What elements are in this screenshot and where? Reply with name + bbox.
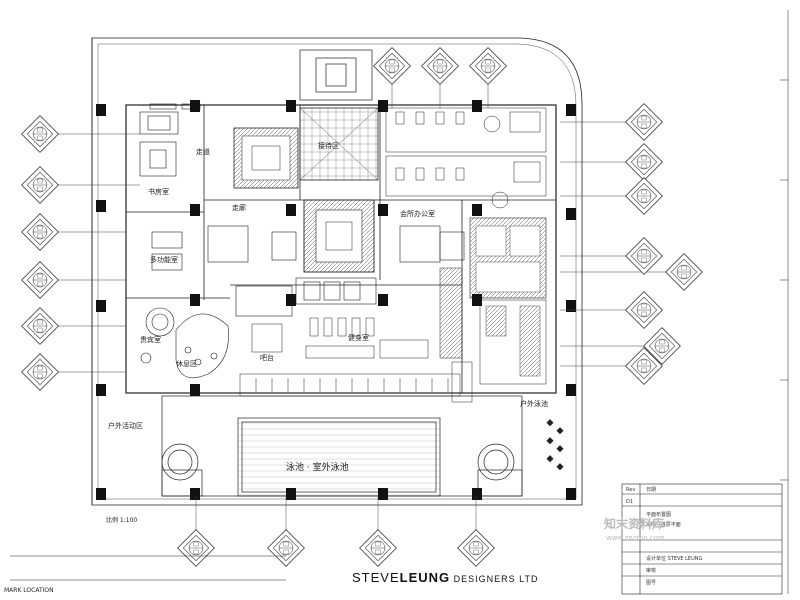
scale-note: 比例 1:100 MARK LOCATION	[4, 516, 286, 594]
label-gym: 健身室	[348, 333, 369, 342]
elevation-marker	[21, 353, 59, 391]
meeting-room	[233, 127, 299, 189]
study-furniture	[139, 103, 201, 177]
label-vip: 贵宾室	[140, 335, 161, 344]
structural-columns	[96, 100, 576, 500]
label-meeting: 多功能室	[150, 255, 178, 264]
elevation-marker	[373, 47, 411, 85]
elevation-marker	[21, 166, 59, 204]
atrium-grid	[299, 107, 379, 181]
label-pool-deck: 户外泳池	[520, 399, 548, 408]
mark-location-label: MARK LOCATION	[4, 587, 54, 594]
elevation-marker	[177, 529, 215, 567]
sheet-border-right	[780, 10, 789, 594]
svg-text:日期: 日期	[646, 487, 656, 493]
label-lounge: 休息区	[176, 359, 197, 368]
elevation-marker	[457, 529, 495, 567]
label-bar: 吧台	[260, 353, 274, 362]
label-atrium: 接待区	[318, 141, 339, 150]
elevation-marker	[665, 253, 703, 291]
elevation-marker	[421, 47, 459, 85]
site-boundary	[91, 37, 583, 506]
elevation-marker	[21, 213, 59, 251]
label-study: 书房室	[148, 187, 169, 196]
label-office: 会所办公室	[400, 209, 435, 218]
svg-text:www.znzmo.com: www.znzmo.com	[606, 534, 665, 542]
changing-rooms	[385, 107, 547, 209]
lift-lobby	[303, 199, 375, 273]
elevation-marker	[21, 261, 59, 299]
back-of-house	[439, 217, 547, 385]
svg-text:D1: D1	[626, 499, 633, 505]
skylight	[299, 49, 373, 101]
watermark: 知末资料库 www.znzmo.com	[603, 516, 665, 542]
svg-text:图号: 图号	[646, 580, 656, 586]
svg-text:比例 1:100: 比例 1:100	[106, 516, 137, 524]
label-pool: 泳池 · 室外泳池	[286, 461, 349, 473]
svg-text:会所 · 首层平面: 会所 · 首层平面	[646, 521, 681, 528]
elevation-marker	[21, 307, 59, 345]
elevation-marker	[625, 237, 663, 275]
elevation-marker	[625, 291, 663, 329]
room-labels: 书房室 走廊 多功能室 贵宾室 休息区 吧台 健身室 接待区 会所办公室 户外泳…	[108, 141, 548, 473]
label-corridor: 走道	[196, 147, 210, 156]
title-block	[621, 483, 783, 595]
label-hall: 走廊	[232, 203, 246, 212]
svg-text:知末资料库: 知末资料库	[603, 516, 664, 531]
leader-lines	[56, 78, 672, 540]
elevation-marker	[625, 177, 663, 215]
svg-text:Rev: Rev	[626, 487, 635, 493]
planters	[546, 419, 564, 471]
svg-text:审核: 审核	[646, 567, 656, 574]
elevation-marker	[625, 103, 663, 141]
designer-brand: STEVELEUNG DESIGNERS LTD	[352, 570, 538, 585]
label-outdoor: 户外活动区	[108, 421, 143, 430]
elevation-marker	[21, 115, 59, 153]
elevation-marker	[625, 143, 663, 181]
left-rooms	[140, 231, 229, 378]
elevation-marker	[469, 47, 507, 85]
svg-text:平面布置图: 平面布置图	[646, 511, 671, 518]
outdoor-terrace	[161, 395, 523, 497]
elevation-marker	[267, 529, 305, 567]
svg-text:设计单位 STEVE LEUNG: 设计单位 STEVE LEUNG	[646, 555, 702, 562]
stair-cores	[207, 225, 465, 317]
elevation-marker	[359, 529, 397, 567]
title-block-text: Rev 日期 D1 平面布置图 会所 · 首层平面 设计单位 STEVE LEU…	[626, 487, 702, 586]
gym-equipment	[251, 317, 429, 359]
